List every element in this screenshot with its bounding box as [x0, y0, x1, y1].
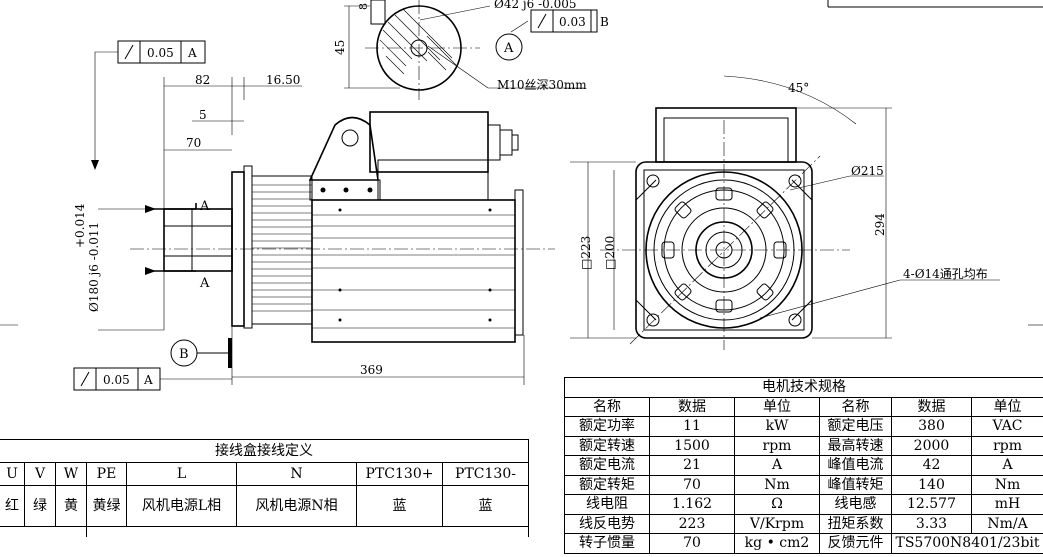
dim-tap: M10丝深30mm [497, 78, 587, 92]
motor-front-view: □223 □200 294 45° Ø215 4-Ø14通孔均布 [570, 75, 1000, 350]
dim-82: 82 [195, 73, 210, 87]
motor-side-view: 0.05 A 82 16.50 5 70 A A +0.014 Ø18 [73, 40, 555, 391]
tol-frame-top-right: 0.03 B [510, 9, 609, 33]
svg-text:0.03: 0.03 [559, 15, 586, 29]
dim-5: 5 [199, 108, 207, 122]
dim-d215: Ø215 [851, 164, 884, 178]
spec-header-row: 名称数据单位 名称数据单位 [564, 396, 1043, 417]
spec-title: 电机技术规格 [563, 377, 1043, 398]
svg-text:A: A [187, 46, 197, 60]
dim-369: 369 [360, 363, 383, 377]
svg-text:0.05: 0.05 [103, 373, 130, 387]
dim-d42: Ø42 j6 -0.005 [494, 0, 577, 11]
datum-b-label: B [179, 347, 189, 362]
section-a-top: A [199, 199, 210, 214]
wiring-title: 接线盒接线定义 [0, 439, 529, 463]
wiring-value-row: 红绿黄 黄绿风机电源L相风机电源N相 蓝蓝 [0, 485, 529, 527]
dim-tol: +0.014 [73, 203, 87, 248]
section-a-bottom: A [199, 276, 210, 291]
svg-text:B: B [600, 15, 609, 29]
shaft-end-detail: 8 45 M10丝深30mm Ø42 j6 -0.005 0.03 B A [333, 0, 609, 100]
dim-holes: 4-Ø14通孔均布 [903, 267, 988, 281]
dim-sq200: □200 [603, 236, 617, 270]
dim-angle: 45° [788, 81, 809, 95]
dim-sq223: □223 [579, 236, 593, 270]
svg-text:0.05: 0.05 [147, 46, 174, 60]
dim-16-50: 16.50 [266, 73, 300, 87]
dim-294: 294 [873, 213, 887, 236]
svg-text:A: A [143, 373, 153, 387]
tol-frame-left-top: 0.05 A [117, 40, 206, 64]
dim-45: 45 [333, 40, 347, 55]
dim-small-8: 8 [357, 3, 370, 10]
section-a-label: A [503, 41, 514, 56]
tol-frame-left-bottom: 0.05 A [73, 367, 232, 391]
dim-shaft: Ø180 j6 -0.011 [87, 222, 101, 312]
dim-70: 70 [186, 136, 201, 150]
